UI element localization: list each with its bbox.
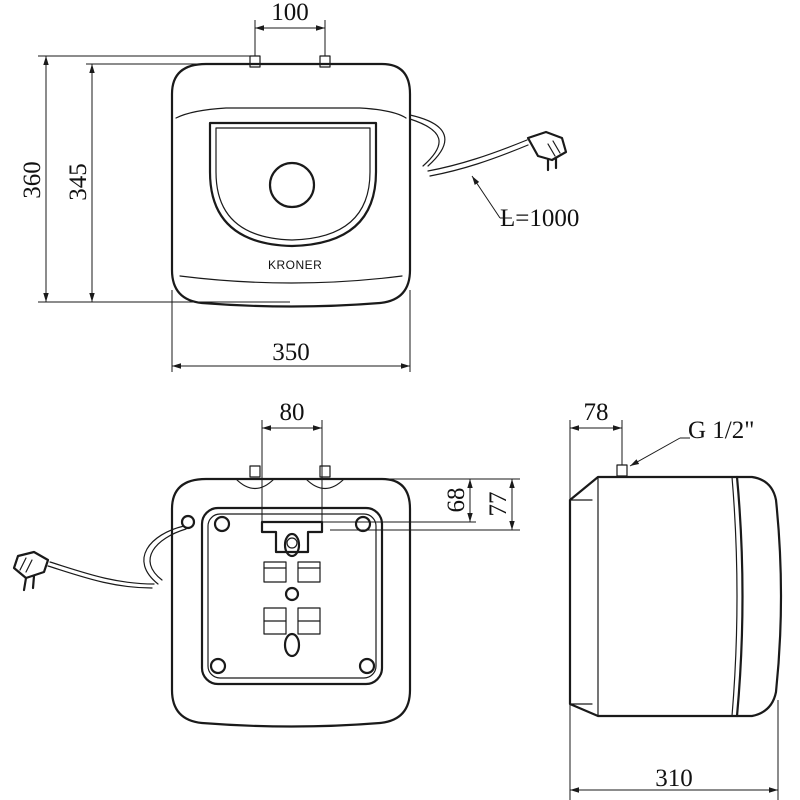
power-cord-outer: [409, 114, 446, 167]
bottom-body-outline: [170, 477, 412, 728]
bottom-boss-left: [235, 478, 275, 490]
power-cord-to-plug-b: [427, 139, 528, 172]
mount-hole-bottom-right: [358, 657, 376, 675]
bottom-slot-bottom: [283, 632, 301, 658]
bottom-view: 80 68 77: [12, 399, 520, 728]
front-panel-inner: [215, 127, 371, 241]
dim-310-label: 310: [655, 765, 693, 792]
front-bottom-line: [179, 275, 403, 284]
thermostat-knob: [268, 161, 316, 209]
thread-label: G 1/2": [688, 417, 754, 444]
bottom-power-plug-icon: [12, 550, 50, 592]
bottom-boss-right: [305, 478, 345, 490]
front-pipe-right: [319, 55, 331, 68]
mount-hole-top-right: [354, 515, 372, 533]
power-plug-icon: [526, 130, 568, 172]
brand-label: KRONER: [268, 258, 322, 272]
side-body-outline: [568, 475, 783, 718]
mount-hole-top-left: [213, 515, 231, 533]
cable-leader-line: [471, 175, 501, 219]
bottom-cord-b: [149, 528, 187, 581]
bottom-cord-d: [49, 561, 155, 585]
front-top-band: [175, 107, 407, 119]
bottom-cord-c: [47, 565, 153, 589]
bottom-rect-ur: [297, 561, 321, 583]
side-front-seam-inner: [731, 476, 738, 717]
dim-350-label: 350: [272, 339, 310, 366]
thread-leader-line: [629, 437, 681, 467]
cable-length-label: L=1000: [500, 205, 579, 232]
front-view: KRONER 100 360 345 350: [19, 0, 579, 372]
bottom-slot-top: [283, 532, 301, 558]
dim-80-label: 80: [280, 399, 305, 426]
dim-77-label: 77: [485, 492, 512, 517]
power-cord-inner: [409, 118, 440, 167]
bottom-center-hole: [284, 586, 300, 602]
bottom-rect-ul: [263, 561, 287, 583]
dim-345-label: 345: [65, 163, 92, 201]
dim-100-label: 100: [271, 0, 309, 26]
bottom-cord-a: [143, 525, 185, 585]
side-view: 78 G 1/2" 310: [568, 399, 783, 800]
bottom-inner-plate-inner: [207, 513, 377, 679]
bottom-pipe-right: [319, 465, 331, 478]
power-cord-to-plug-a: [429, 144, 529, 177]
bottom-bracket: [260, 520, 324, 554]
bottom-cable-entry: [180, 514, 196, 530]
dim-310-label-bg: [640, 764, 704, 788]
bottom-pipe-left: [249, 465, 261, 478]
mount-hole-bottom-left: [209, 657, 227, 675]
dim-78-label: 78: [584, 399, 609, 426]
front-panel-outer: [208, 121, 378, 248]
side-front-seam: [735, 475, 744, 718]
front-body-outline: [170, 62, 412, 308]
dim-360-label: 360: [19, 161, 46, 199]
side-pipe: [616, 464, 628, 477]
bottom-inner-plate-outer: [200, 506, 384, 686]
dim-68-label: 68: [443, 488, 470, 513]
bottom-bracket-hole: [286, 537, 298, 549]
front-pipe-left: [249, 55, 261, 68]
